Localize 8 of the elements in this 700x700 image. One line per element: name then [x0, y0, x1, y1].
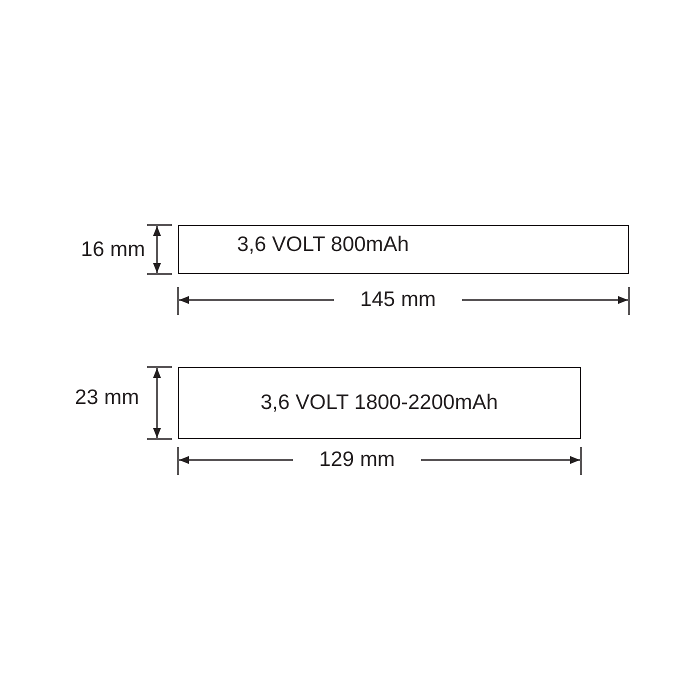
battery-rating: 3,6 VOLT 800mAh	[237, 233, 409, 257]
battery-rating: 3,6 VOLT 1800-2200mAh	[260, 390, 498, 414]
battery-outline	[178, 225, 629, 274]
dimension-label: 129 mm	[319, 448, 395, 472]
battery-outline	[178, 367, 581, 439]
dimension-label: 16 mm	[80, 238, 146, 262]
dimension-label: 23 mm	[74, 386, 140, 410]
dimension-label: 145 mm	[360, 288, 436, 312]
